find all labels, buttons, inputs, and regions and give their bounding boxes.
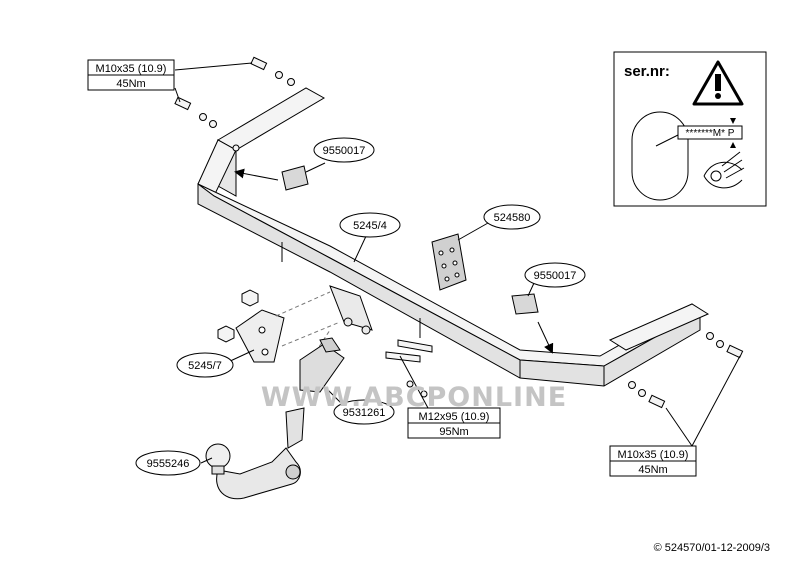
plate-524580 xyxy=(431,233,467,291)
svg-text:M10x35 (10.9): M10x35 (10.9) xyxy=(618,449,689,461)
label-9531261: 9531261 xyxy=(333,399,395,425)
sticker-left-arrow xyxy=(234,168,279,181)
serial-number-panel: ser.nr: *******M* P xyxy=(613,51,767,207)
bracket-5245-7 xyxy=(217,289,285,363)
left-bolt-set xyxy=(174,56,295,152)
leader-lines xyxy=(174,62,741,464)
tow-ball-neck-9555246 xyxy=(205,407,305,500)
warning-icon xyxy=(692,60,744,106)
svg-text:*******M* P: *******M* P xyxy=(686,128,735,139)
sticker-left xyxy=(281,165,309,191)
svg-text:M10x35 (10.9): M10x35 (10.9) xyxy=(96,63,167,75)
svg-text:5245/4: 5245/4 xyxy=(353,220,387,232)
neck-mount xyxy=(329,285,373,335)
svg-text:45Nm: 45Nm xyxy=(116,78,145,90)
right-bolt-set xyxy=(628,332,744,409)
socket-module-9531261 xyxy=(299,337,345,393)
copyright-footer: © 524570/01-12-2009/3 xyxy=(653,542,770,554)
label-524580: 524580 xyxy=(483,204,541,230)
label-9550017-left: 9550017 xyxy=(313,137,375,163)
svg-text:9555246: 9555246 xyxy=(147,458,190,470)
eye-icon xyxy=(703,151,745,189)
svg-text:5245/7: 5245/7 xyxy=(188,360,222,372)
serial-pointer-line xyxy=(655,133,681,147)
svg-text:9550017: 9550017 xyxy=(323,145,366,157)
serial-plate-outline xyxy=(631,111,689,201)
label-5245-4: 5245/4 xyxy=(339,212,401,238)
cross-bar-5245-4 xyxy=(197,87,710,387)
center-bolt-set xyxy=(385,339,433,398)
svg-text:ser.nr:: ser.nr: xyxy=(624,63,670,80)
svg-text:9550017: 9550017 xyxy=(534,270,577,282)
bolt-spec-center: M12x95 (10.9) 95Nm xyxy=(407,407,501,439)
label-9550017-right: 9550017 xyxy=(524,262,586,288)
sticker-right-arrow xyxy=(537,321,554,354)
label-9555246: 9555246 xyxy=(135,450,201,476)
svg-text:9531261: 9531261 xyxy=(343,407,386,419)
svg-text:45Nm: 45Nm xyxy=(638,464,667,476)
svg-text:524580: 524580 xyxy=(494,212,531,224)
bolt-spec-top-left: M10x35 (10.9) 45Nm xyxy=(87,59,175,91)
bolt-spec-right: M10x35 (10.9) 45Nm xyxy=(609,445,697,477)
svg-text:M12x95 (10.9): M12x95 (10.9) xyxy=(419,411,490,423)
svg-text:95Nm: 95Nm xyxy=(439,426,468,438)
watermark-text: WWW.ABCPONLINE xyxy=(261,382,567,413)
label-5245-7: 5245/7 xyxy=(176,352,234,378)
sticker-right xyxy=(511,293,539,315)
